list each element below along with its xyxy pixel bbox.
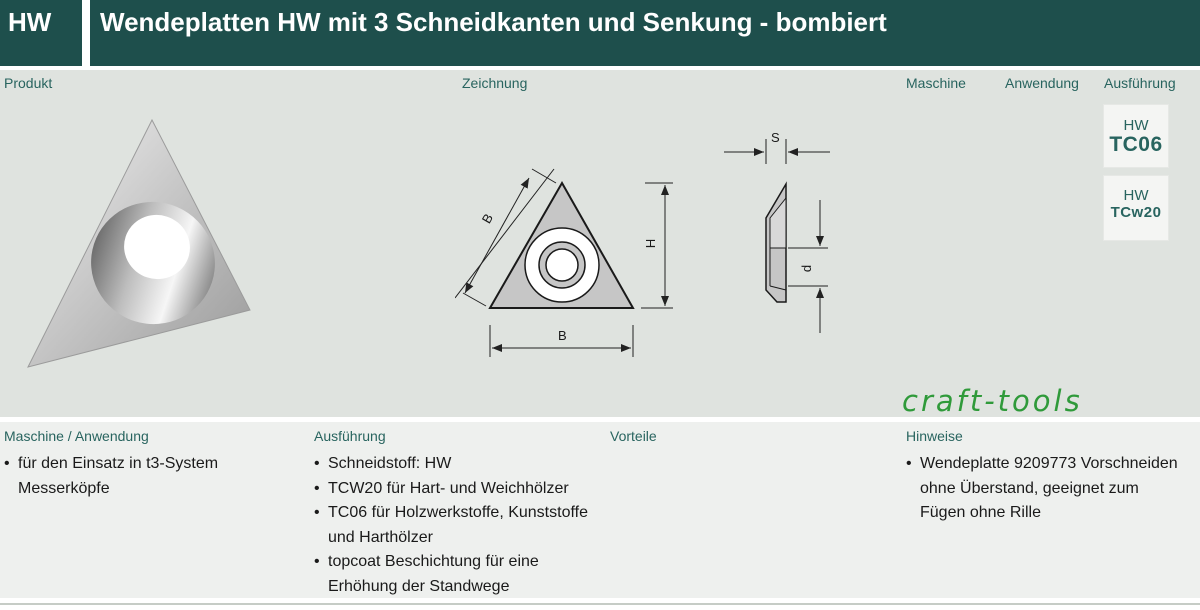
- ausfuehrung-label: Ausführung: [1104, 75, 1176, 91]
- dimension-d: d: [799, 264, 815, 273]
- ausfuehrung-details-label: Ausführung: [314, 428, 386, 444]
- list-item: Schneidstoff: HW: [314, 452, 589, 477]
- list-item: Wendeplatte 9209773 Vorschneiden ohne Üb…: [906, 452, 1181, 526]
- maschine-anwendung-list: für den Einsatz in t3-System Messerköpfe: [4, 452, 254, 501]
- variant-card-grade: TCw20: [1110, 204, 1162, 221]
- variant-card-material: HW: [1123, 117, 1149, 134]
- maschine-anwendung-label: Maschine / Anwendung: [4, 428, 149, 444]
- zeichnung-label: Zeichnung: [462, 75, 528, 91]
- header-code: HW: [0, 0, 82, 66]
- hinweise-list: Wendeplatte 9209773 Vorschneiden ohne Üb…: [906, 452, 1181, 526]
- list-item: für den Einsatz in t3-System Messerköpfe: [4, 452, 254, 501]
- variant-card-tc06[interactable]: HW TC06: [1103, 104, 1169, 168]
- variant-card-grade: TC06: [1109, 133, 1163, 156]
- insert-product-image: [27, 118, 251, 368]
- produkt-label: Produkt: [4, 75, 53, 91]
- dimension-b-base: B: [558, 328, 567, 343]
- variant-card-tcw20[interactable]: HW TCw20: [1103, 175, 1169, 241]
- vorteile-label: Vorteile: [610, 428, 657, 444]
- dimension-s: S: [771, 130, 780, 145]
- list-item: TCW20 für Hart- und Weichhölzer: [314, 477, 589, 502]
- page-title: Wendeplatten HW mit 3 Schneidkanten und …: [90, 0, 1200, 66]
- insert-side-view-drawing: [724, 139, 830, 333]
- insert-technical-drawing: [455, 168, 673, 357]
- maschine-label: Maschine: [906, 75, 966, 91]
- dimension-h: H: [643, 238, 659, 249]
- divider: [0, 603, 1200, 605]
- variant-card-material: HW: [1123, 187, 1149, 204]
- list-item: topcoat Beschichtung für eine Erhöhung d…: [314, 550, 589, 599]
- craft-tools-logo: craft-tools: [902, 384, 1083, 418]
- hinweise-label: Hinweise: [906, 428, 963, 444]
- list-item: TC06 für Holzwerkstoffe, Kunststoffe und…: [314, 501, 589, 550]
- ausfuehrung-list: Schneidstoff: HW TCW20 für Hart- und Wei…: [314, 452, 589, 599]
- anwendung-label: Anwendung: [1005, 75, 1079, 91]
